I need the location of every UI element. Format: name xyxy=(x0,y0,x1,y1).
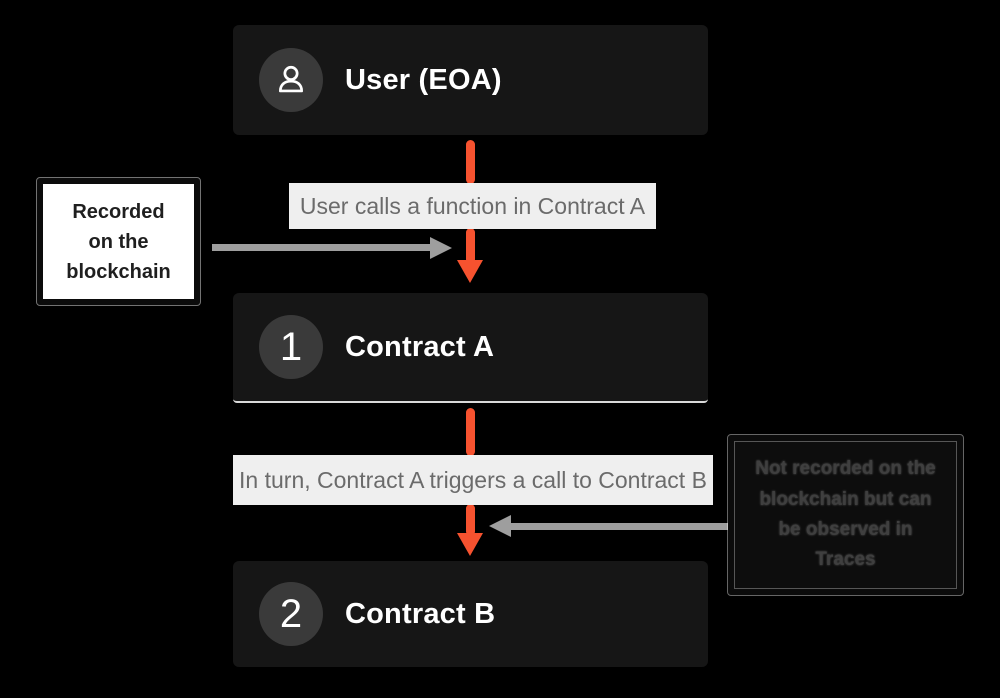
flow-label-step2: In turn, Contract A triggers a call to C… xyxy=(233,455,713,505)
flow-label-step1: User calls a function in Contract A xyxy=(289,183,656,229)
flow-arrow-1-shaft-bottom xyxy=(466,228,475,264)
flow-arrow-1-shaft-top xyxy=(466,140,475,184)
step-2-circle: 2 xyxy=(259,582,323,646)
avatar xyxy=(259,48,323,112)
node-contract-a-title: Contract A xyxy=(345,330,495,363)
traces-arrow-head xyxy=(489,515,511,537)
step-2-number: 2 xyxy=(279,592,303,636)
flow-arrow-1-head xyxy=(457,260,483,283)
flow-arrow-2-head xyxy=(457,533,483,556)
callout-not-recorded: Not recorded on the blockchain but can b… xyxy=(727,434,964,596)
step-1-number: 1 xyxy=(279,325,303,369)
step-1-circle: 1 xyxy=(259,315,323,379)
node-user-title: User (EOA) xyxy=(345,63,502,96)
node-contract-a: 1 Contract A xyxy=(233,293,708,403)
node-user-eoa: User (EOA) xyxy=(233,25,708,135)
recorded-arrow-head xyxy=(430,237,452,259)
flow-arrow-2-shaft-top xyxy=(466,408,475,456)
person-icon xyxy=(279,65,303,93)
recorded-arrow-shaft xyxy=(212,244,431,251)
node-contract-b-title: Contract B xyxy=(345,597,496,630)
node-contract-b: 2 Contract B xyxy=(233,561,708,667)
traces-arrow-shaft xyxy=(511,523,728,530)
callout-recorded: Recorded on the blockchain xyxy=(36,177,201,306)
flow-arrow-2-shaft-bottom xyxy=(466,504,475,536)
